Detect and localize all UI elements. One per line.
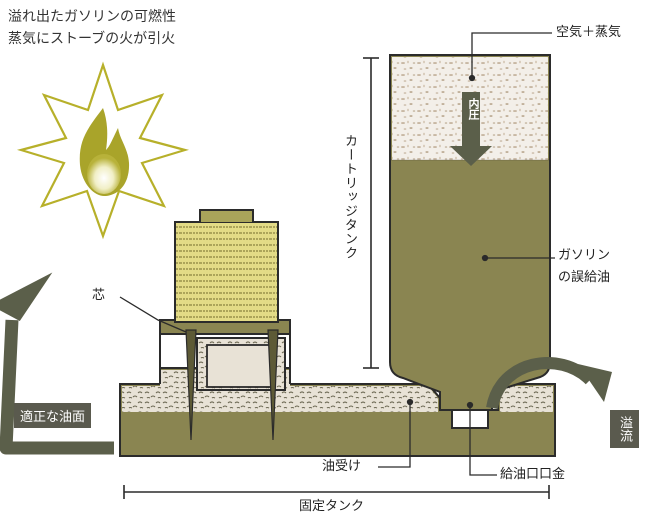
oil-receiver-label: 油受け	[322, 459, 362, 474]
title-line-2: 蒸気にストーブの火が引火	[8, 31, 176, 47]
title-line-1: 溢れ出たガソリンの可燃性	[8, 9, 176, 25]
internal-pressure-label: 内圧	[467, 98, 480, 120]
wick-cylinder	[174, 221, 279, 323]
fixed-tank-label: 固定タンク	[299, 499, 365, 514]
overflow-label: 溢流	[610, 410, 639, 448]
air-vapor-label: 空気＋蒸気	[556, 25, 622, 40]
cartridge-dimension	[363, 57, 379, 369]
pressure-arrow	[450, 92, 492, 166]
fixed-tank-dimension	[123, 485, 550, 499]
overflow-arrow	[486, 357, 595, 410]
diagram-title: 溢れ出たガソリンの可燃性 蒸気にストーブの火が引火	[8, 6, 176, 50]
wick-label: 芯	[92, 288, 106, 303]
gasoline-label-line1: ガソリン	[558, 248, 611, 263]
fill-cap-label: 給油口口金	[500, 467, 566, 482]
gasoline-label-line2: の誤給油	[558, 270, 611, 285]
cartridge-tank-label: カートリッジタンク	[342, 134, 357, 260]
proper-oil-level-label: 適正な油面	[14, 403, 92, 428]
flame-icon	[79, 108, 130, 196]
